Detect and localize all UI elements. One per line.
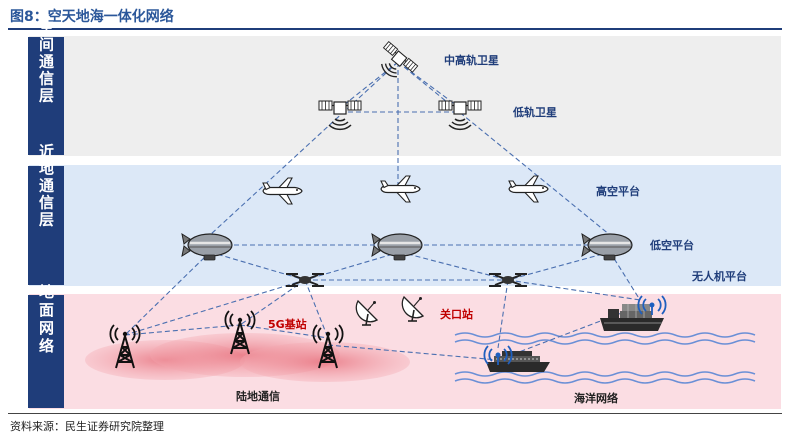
ocean-network-label: 海洋网络: [574, 391, 618, 405]
space-layer-bg: [29, 36, 781, 156]
mid-high-orbit-satellite-label: 中高轨卫星: [444, 53, 499, 67]
high-altitude-platform-label: 高空平台: [596, 184, 640, 198]
figure-title: 图8：空天地海一体化网络: [10, 9, 174, 25]
bottom-rule: [8, 413, 782, 414]
source-note: 资料来源：民生证券研究院整理: [10, 420, 164, 433]
space-layer-label: 空间通信层: [37, 19, 55, 105]
ground-layer-tab: [28, 295, 64, 408]
gateway-station-label: 关口站: [440, 307, 473, 321]
title-rule: [8, 28, 782, 30]
near-ground-layer-tab: [28, 166, 64, 285]
low-orbit-satellite-label: 低轨卫星: [512, 105, 557, 119]
low-altitude-platform-label: 低空平台: [649, 238, 694, 252]
uav-platform-label: 无人机平台: [691, 269, 747, 283]
land-communication-label: 陆地通信: [236, 389, 280, 403]
space-layer-tab: [28, 37, 64, 155]
five-g-station-label: 5G基站: [268, 317, 307, 331]
near-ground-layer-label: 近地通信层: [37, 143, 55, 229]
ground-layer-label: 地面网络: [37, 283, 55, 356]
